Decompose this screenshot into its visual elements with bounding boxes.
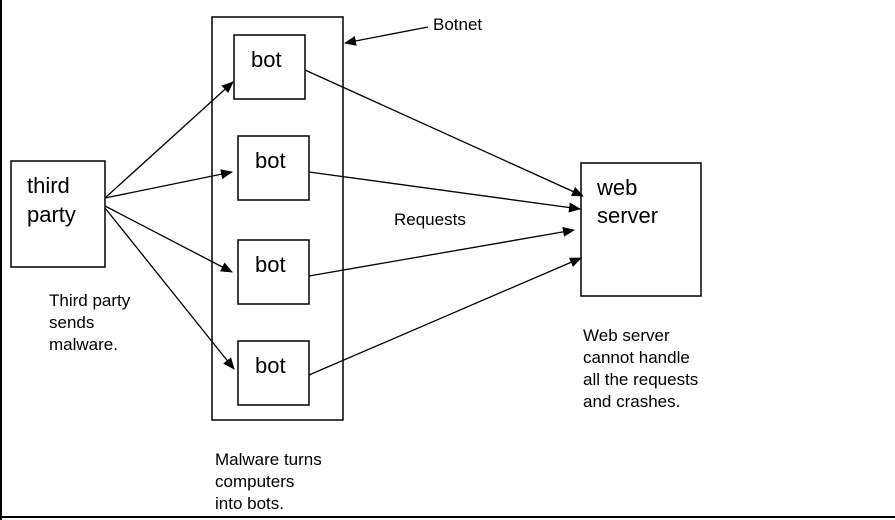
botnet-label: Botnet (433, 15, 482, 34)
third-party-node: third party (10, 160, 106, 268)
arrow-bot-1-to-server (304, 69, 584, 197)
bot-node-4: bot (237, 340, 310, 406)
bot-label: bot (255, 148, 286, 173)
bot-label: bot (255, 353, 286, 378)
bot-node-2: bot (237, 135, 310, 201)
arrow-bot-2-to-server (308, 171, 581, 213)
caption-line: computers (215, 472, 295, 491)
botnet-container (211, 16, 344, 421)
requests-label: Requests (394, 210, 466, 229)
bot-box (237, 239, 310, 305)
arrow-botnet-pointer (344, 26, 429, 46)
caption-line: sends (49, 313, 95, 332)
arrow-third-party-to-bot-1 (104, 81, 234, 199)
web-server-label-line1: web (596, 175, 637, 200)
web-server-node: web server (580, 162, 702, 297)
caption-line: Web server (583, 326, 670, 345)
arrow-third-party-to-bot-3 (104, 205, 233, 273)
arrow-third-party-to-bot-4 (104, 207, 235, 370)
caption-line: malware. (49, 335, 118, 354)
bot-box (233, 34, 306, 100)
arrow-bot-3-to-server (308, 226, 575, 277)
bot-box (237, 340, 310, 406)
caption-line: and crashes. (583, 392, 681, 411)
third-party-label-line2: party (27, 202, 76, 227)
arrow-third-party-to-bot-2 (104, 169, 233, 199)
bot-node-1: bot (233, 34, 306, 100)
bot-label: bot (255, 252, 286, 277)
arrow-bot-4-to-server (308, 257, 582, 376)
caption-line: Third party (49, 291, 131, 310)
third-party-label-line1: third (27, 173, 70, 198)
third-party-caption: Third party sends malware. (49, 290, 130, 356)
caption-line: all the requests (583, 370, 699, 389)
caption-line: Malware turns (215, 450, 322, 469)
web-server-box (580, 162, 702, 297)
botnet-caption: Malware turns computers into bots. (215, 449, 322, 515)
caption-line: into bots. (215, 494, 284, 513)
bot-node-3: bot (237, 239, 310, 305)
bot-label: bot (251, 47, 282, 72)
server-caption: Web server cannot handle all the request… (583, 325, 698, 413)
web-server-label-line2: server (597, 203, 658, 228)
bot-box (237, 135, 310, 201)
third-party-box (10, 160, 106, 268)
caption-line: cannot handle (583, 348, 690, 367)
